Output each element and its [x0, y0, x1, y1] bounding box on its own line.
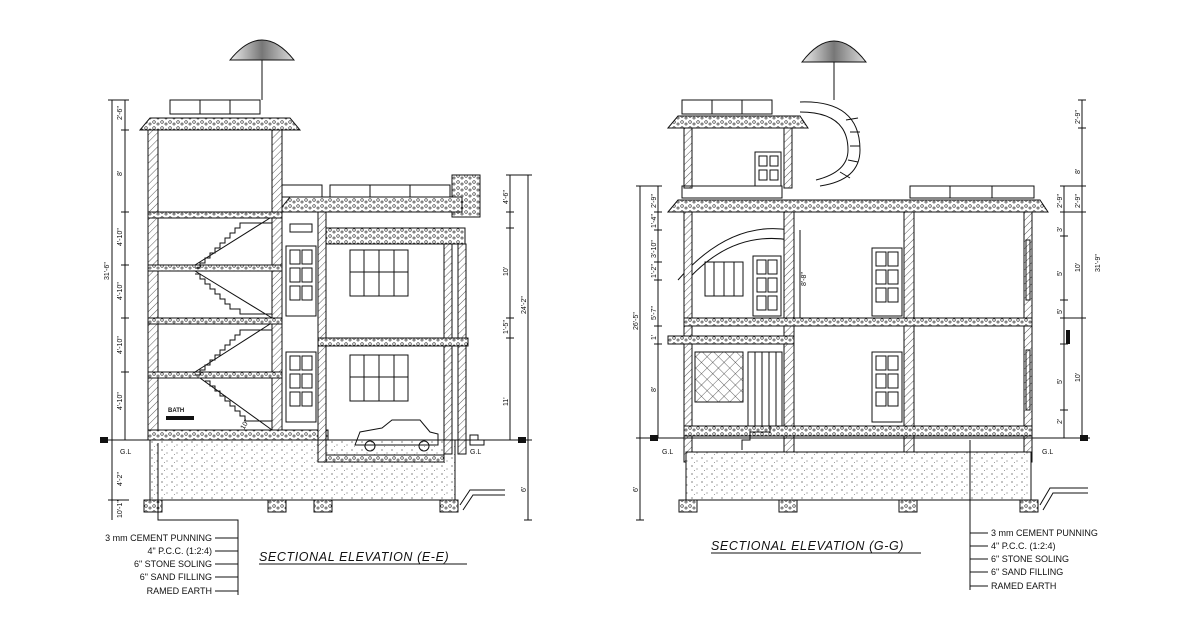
center-wall — [271, 129, 283, 441]
roof-slab — [666, 199, 1049, 213]
left-wall — [147, 129, 159, 441]
note-text: 6" SAND FILLING — [991, 567, 1063, 577]
dim-total: 10' — [1075, 373, 1082, 382]
dim-text: 4'-6" — [503, 190, 510, 204]
dim-text: 6' — [633, 487, 640, 492]
dim-total: 10' — [1075, 263, 1082, 272]
spiral-staircase — [799, 101, 861, 187]
note-text: RAMED EARTH — [991, 581, 1056, 591]
dim-text: 2'-9" — [651, 194, 658, 208]
rooftop-umbrella-icon — [800, 40, 868, 100]
lower-parapet — [281, 184, 323, 198]
dim-text: 2' — [1057, 419, 1064, 424]
dim-text: 5' — [1057, 271, 1064, 276]
dim-text: 4'-10" — [117, 282, 124, 300]
dim-text: 1'-2" — [651, 264, 658, 278]
first-floor-slab — [683, 317, 1033, 327]
floor-notes: 3 mm CEMENT PUNNING 4" P.C.C. (1:2:4) 6"… — [969, 440, 1098, 591]
mumty-parapet — [169, 99, 261, 115]
dim-text: 4'-10" — [117, 336, 124, 354]
section-title: SECTIONAL ELEVATION (G-G) — [711, 539, 904, 553]
dim-text: 3'-10" — [651, 240, 658, 258]
gl-label-right: G.L — [470, 449, 481, 456]
note-text: 6" STONE SOLING — [991, 554, 1069, 564]
note-text: 4" P.C.C. (1:2:4) — [991, 541, 1056, 551]
dim-text: 6' — [521, 487, 528, 492]
dim-text: 3' — [1057, 227, 1064, 232]
note-text: 3 mm CEMENT PUNNING — [105, 533, 212, 543]
section-g-g: G.L G.L 2'-9" 1'-4" 3'-10" 1'-2" 5'-7" 1… — [633, 40, 1102, 591]
door — [871, 351, 903, 423]
dim-text: 2'-9" — [1075, 194, 1082, 208]
bath-label: BATH — [168, 408, 184, 414]
dim-text: 4'-10" — [117, 392, 124, 410]
dim-inner: 8'-8" — [801, 272, 808, 286]
top-roof-slab — [138, 117, 302, 131]
dim-text: 8' — [651, 387, 658, 392]
window — [349, 249, 409, 297]
gl-label: G.L — [120, 449, 131, 456]
grill-gate — [747, 351, 783, 427]
dim-total: 26'-5" — [633, 312, 640, 330]
floor-notes: 3 mm CEMENT PUNNING 4" P.C.C. (1:2:4) 6"… — [105, 443, 239, 596]
window — [704, 261, 744, 297]
rooftop-umbrella-icon — [228, 39, 296, 100]
first-floor-slab — [324, 227, 466, 245]
dim-text: 5' — [1057, 309, 1064, 314]
dim-text: 2'-6" — [117, 106, 124, 120]
dim-text: 4'-10" — [117, 228, 124, 246]
earth-fill — [149, 439, 456, 501]
note-text: 6" SAND FILLING — [140, 572, 212, 582]
jali-screen — [694, 351, 744, 403]
dim-total: 24'-2" — [521, 296, 528, 314]
door — [285, 351, 317, 423]
note-text: 3 mm CEMENT PUNNING — [991, 528, 1098, 538]
mid-slab — [317, 337, 469, 347]
note-text: 4" P.C.C. (1:2:4) — [147, 546, 212, 556]
gl-label-right: G.L — [1042, 449, 1053, 456]
dim-text: 1'-4" — [651, 214, 658, 228]
section-title: SECTIONAL ELEVATION (E-E) — [259, 550, 449, 564]
dim-text: 10" — [240, 418, 251, 431]
dimension-ticks — [108, 99, 129, 501]
footing — [143, 499, 459, 513]
dim-text: 5' — [1057, 379, 1064, 384]
note-text: RAMED EARTH — [147, 586, 212, 596]
door — [871, 247, 903, 317]
staircase — [194, 217, 273, 431]
door — [285, 245, 317, 317]
note-text: 6" STONE SOLING — [134, 559, 212, 569]
earth-fill — [685, 451, 1032, 501]
door — [752, 255, 782, 317]
dim-text: 4'-2" — [117, 472, 124, 486]
dim-text: 8' — [117, 171, 124, 176]
dim-text: 5'-7" — [651, 306, 658, 320]
ground-floor-slab — [147, 429, 329, 441]
dim-text: 8' — [1075, 169, 1082, 174]
dim-text: 10' — [503, 267, 510, 276]
car-icon — [354, 419, 439, 452]
mumty-roof — [666, 115, 809, 129]
dim-text: 2'-9" — [1057, 194, 1064, 208]
dim-text: 10'-1" — [117, 500, 124, 518]
dim-text: 2'-9" — [1075, 110, 1082, 124]
dim-text: 11' — [503, 397, 510, 406]
dim-text: 1' — [651, 335, 658, 340]
section-e-e: BATH — [100, 39, 532, 596]
footing — [678, 499, 1039, 513]
door — [754, 151, 782, 187]
ground-floor-slab — [683, 425, 1033, 437]
dim-total: 31'-6" — [104, 262, 111, 280]
dim-text: 1'-5" — [503, 320, 510, 334]
dim-total: 31'-9" — [1095, 254, 1102, 272]
window — [349, 354, 409, 402]
gl-label: G.L — [662, 449, 673, 456]
